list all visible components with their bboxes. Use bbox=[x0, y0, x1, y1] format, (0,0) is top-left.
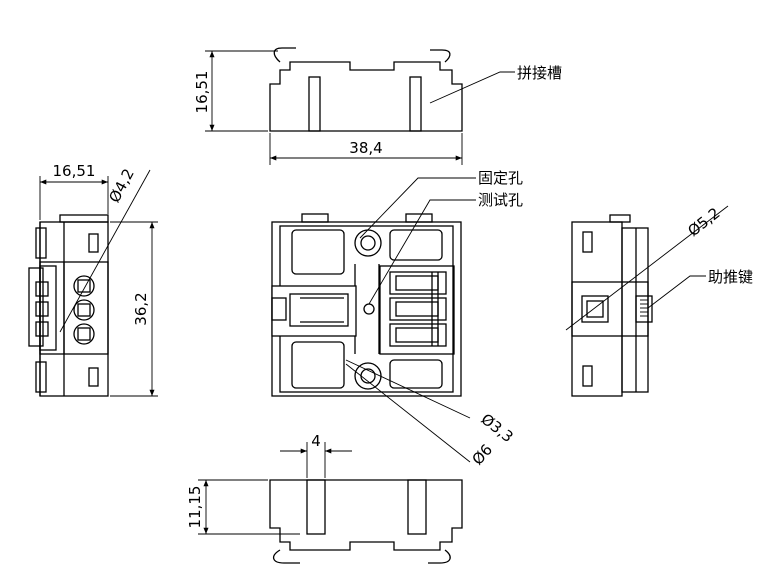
left-width-dimension: 16,51 bbox=[53, 162, 96, 180]
right-view bbox=[565, 205, 729, 397]
bottom-view bbox=[198, 442, 463, 564]
left-height-dimension: 36,2 bbox=[132, 292, 150, 325]
left-view bbox=[28, 169, 158, 397]
left-hole-diameter: Ø4,2 bbox=[105, 166, 138, 206]
bottom-width-dimension: 4 bbox=[311, 432, 321, 450]
top-width-dimension: 38,4 bbox=[349, 139, 382, 157]
top-height-dimension: 16,51 bbox=[193, 71, 211, 114]
splice-slot-label: 拼接槽 bbox=[517, 64, 562, 82]
push-key-label: 助推键 bbox=[708, 268, 753, 286]
front-small-hole-diameter: Ø3,3 bbox=[477, 410, 516, 446]
bottom-height-dimension: 11,15 bbox=[186, 486, 204, 529]
fixing-hole-label: 固定孔 bbox=[478, 169, 523, 187]
top-view bbox=[205, 47, 515, 165]
test-hole-label: 测试孔 bbox=[478, 191, 523, 209]
right-hole-diameter: Ø5,2 bbox=[684, 204, 723, 240]
front-view bbox=[271, 177, 476, 463]
front-large-hole-diameter: Ø6 bbox=[468, 441, 496, 469]
